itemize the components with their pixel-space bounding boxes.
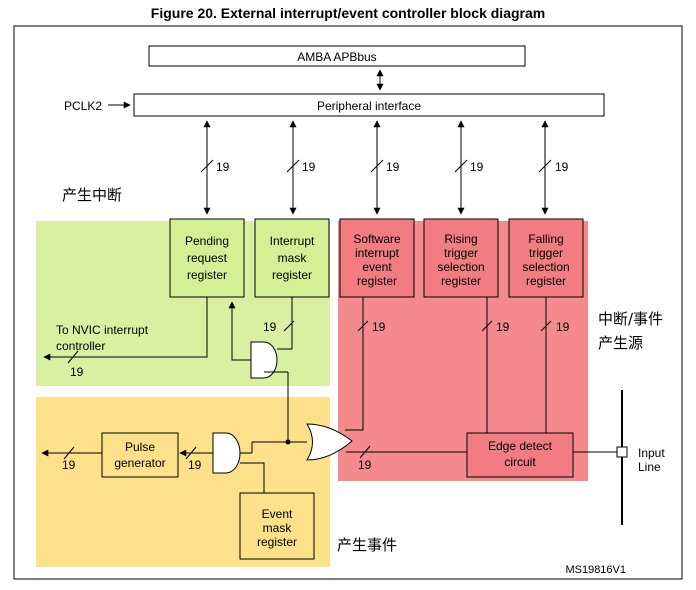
svg-text:19: 19 (216, 160, 230, 174)
amba-bus-box (148, 45, 526, 67)
pulse-generator: Pulse generator (101, 432, 179, 478)
svg-text:Pulse: Pulse (125, 440, 155, 454)
int-mask-line (277, 297, 293, 350)
svg-text:Event: Event (262, 507, 293, 521)
software-interrupt-event-register: Software interrupt event register (339, 218, 415, 298)
svg-text:event: event (362, 260, 392, 274)
figure-title: Figure 20. External interrupt/event cont… (151, 5, 545, 21)
svg-text:Edge detect: Edge detect (488, 439, 553, 453)
svg-text:register: register (441, 274, 481, 288)
int-mask-width: 19 (263, 320, 277, 334)
bus-connectors: 19 19 19 19 19 (200, 120, 569, 215)
and-to-pending-line (228, 301, 251, 361)
input-label-1: Input (638, 446, 665, 460)
svg-text:Falling: Falling (528, 232, 563, 246)
svg-text:register: register (257, 535, 297, 549)
svg-text:mask: mask (263, 521, 293, 535)
peripheral-interface-label: Peripheral interface (317, 99, 421, 113)
svg-text:trigger: trigger (444, 246, 478, 260)
event-region-label: 产生事件 (337, 536, 397, 554)
input-label-2: Line (638, 460, 661, 474)
interrupt-and-gate (250, 341, 278, 379)
nvic-slash (67, 350, 79, 364)
pulse-output-width: 19 (62, 458, 76, 472)
svg-text:register: register (357, 274, 397, 288)
interrupt-region-label: 产生中断 (62, 186, 122, 204)
event-mask-register: Event mask register (239, 492, 315, 560)
or-gate (306, 423, 353, 461)
svg-text:19: 19 (555, 160, 569, 174)
event-mask-line (240, 462, 265, 493)
svg-text:selection: selection (522, 260, 569, 274)
sw-to-or-line (345, 297, 364, 431)
svg-text:trigger: trigger (529, 246, 563, 260)
falling-width: 19 (556, 320, 570, 334)
svg-text:Pending: Pending (185, 234, 229, 248)
svg-text:19: 19 (386, 160, 400, 174)
svg-text:generator: generator (114, 456, 165, 470)
outer-frame (13, 25, 683, 580)
input-pin (616, 446, 628, 458)
edge-width: 19 (358, 458, 372, 472)
nvic-width: 19 (70, 365, 84, 379)
sw-width: 19 (372, 320, 386, 334)
svg-text:register: register (187, 268, 227, 282)
nvic-label-1: To NVIC interrupt (56, 323, 149, 337)
pclk-label: PCLK2 (64, 99, 102, 113)
edge-detect-circuit: Edge detect circuit (466, 432, 574, 478)
svg-text:selection: selection (437, 260, 484, 274)
svg-text:register: register (526, 274, 566, 288)
svg-text:Rising: Rising (444, 232, 477, 246)
int-event-region-label-1: 中断/事件 (598, 310, 663, 328)
svg-text:request: request (187, 251, 228, 265)
rising-trigger-selection-register: Rising trigger selection register (423, 218, 499, 298)
figure-code: MS19816V1 (565, 564, 626, 576)
interrupt-mask-register: Interrupt mask register (254, 218, 330, 298)
nvic-label-2: controller (56, 339, 105, 353)
pulse-input-width: 19 (188, 458, 202, 472)
svg-text:19: 19 (302, 160, 316, 174)
rising-width: 19 (496, 320, 510, 334)
falling-trigger-selection-register: Falling trigger selection register (508, 218, 584, 298)
svg-text:circuit: circuit (504, 455, 536, 469)
nvic-output-line (43, 297, 208, 361)
svg-text:register: register (272, 268, 312, 282)
svg-text:Interrupt: Interrupt (270, 234, 315, 248)
peripheral-interface-box (133, 93, 605, 117)
pending-request-register: Pending request register (169, 218, 245, 298)
svg-text:19: 19 (470, 160, 484, 174)
svg-text:interrupt: interrupt (355, 246, 400, 260)
svg-text:Software: Software (353, 232, 401, 246)
amba-bus-label: AMBA APBbus (297, 50, 376, 64)
svg-text:mask: mask (278, 251, 308, 265)
event-and-gate (212, 432, 241, 474)
int-event-region-label-2: 产生源 (598, 334, 643, 352)
